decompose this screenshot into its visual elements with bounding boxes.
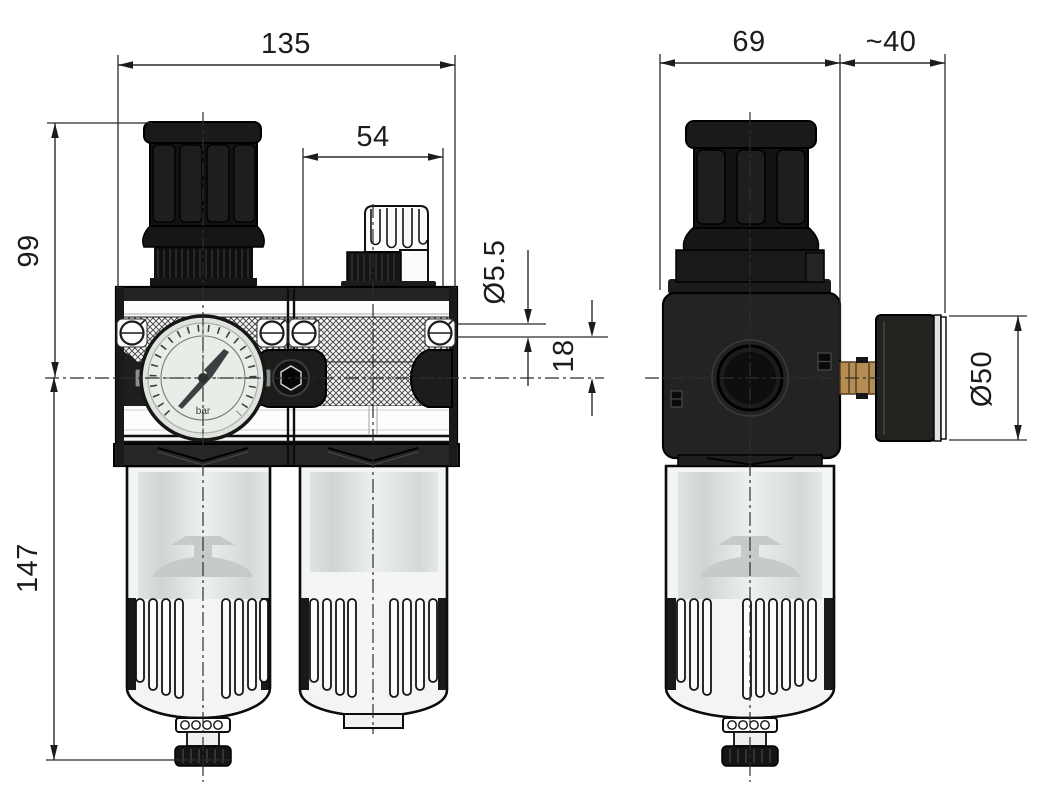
filter-bowl (125, 464, 272, 767)
side-regulator-knob (668, 120, 831, 294)
dim-label-54: 54 (356, 121, 389, 153)
dim-label-99: 99 (13, 234, 45, 267)
front-view: bar (113, 121, 460, 767)
dim-label-50: Ø50 (966, 351, 998, 407)
dimensions: 135 54 99 147 Ø5.5 (12, 26, 1027, 761)
dim-label-135: 135 (261, 28, 311, 60)
dimension-lubricator-width: 54 (302, 121, 444, 286)
side-gauge (839, 314, 947, 442)
dim-label-18: 18 (548, 339, 580, 372)
dimension-upper-height: 99 (13, 122, 152, 377)
mounting-screw (115, 317, 149, 349)
gauge-unit-label: bar (196, 406, 211, 417)
dimension-mount-hole: Ø5.5 (458, 240, 608, 386)
lubricator-bowl-guard-ribs (309, 598, 438, 698)
side-view (661, 120, 947, 767)
dimension-total-width: 135 (117, 28, 456, 288)
side-knob-cap (685, 120, 817, 149)
side-bowl (664, 464, 836, 767)
dimension-side-body-width: 69 (659, 26, 946, 360)
side-body (661, 291, 842, 467)
dim-label-147: 147 (12, 543, 44, 593)
dim-label-5-5: Ø5.5 (479, 240, 511, 305)
filter-bowl-guard-ribs (135, 598, 269, 699)
dim-label-69: 69 (732, 26, 765, 58)
center-lines (45, 112, 880, 782)
mounting-screw (255, 317, 289, 349)
dimension-lower-height: 147 (12, 377, 232, 761)
mounting-screw (423, 317, 457, 349)
dimension-gauge-diameter: Ø50 (949, 315, 1027, 441)
dim-label-40: ~40 (866, 26, 917, 58)
lubricator-fill-cap (341, 205, 436, 292)
side-bowl-guard-ribs (676, 598, 817, 700)
dimension-gauge-depth: ~40 (840, 26, 945, 67)
gauge-bezel-edge (933, 314, 942, 442)
dimension-port-offset: 18 (548, 300, 596, 416)
mounting-screw (287, 317, 321, 349)
